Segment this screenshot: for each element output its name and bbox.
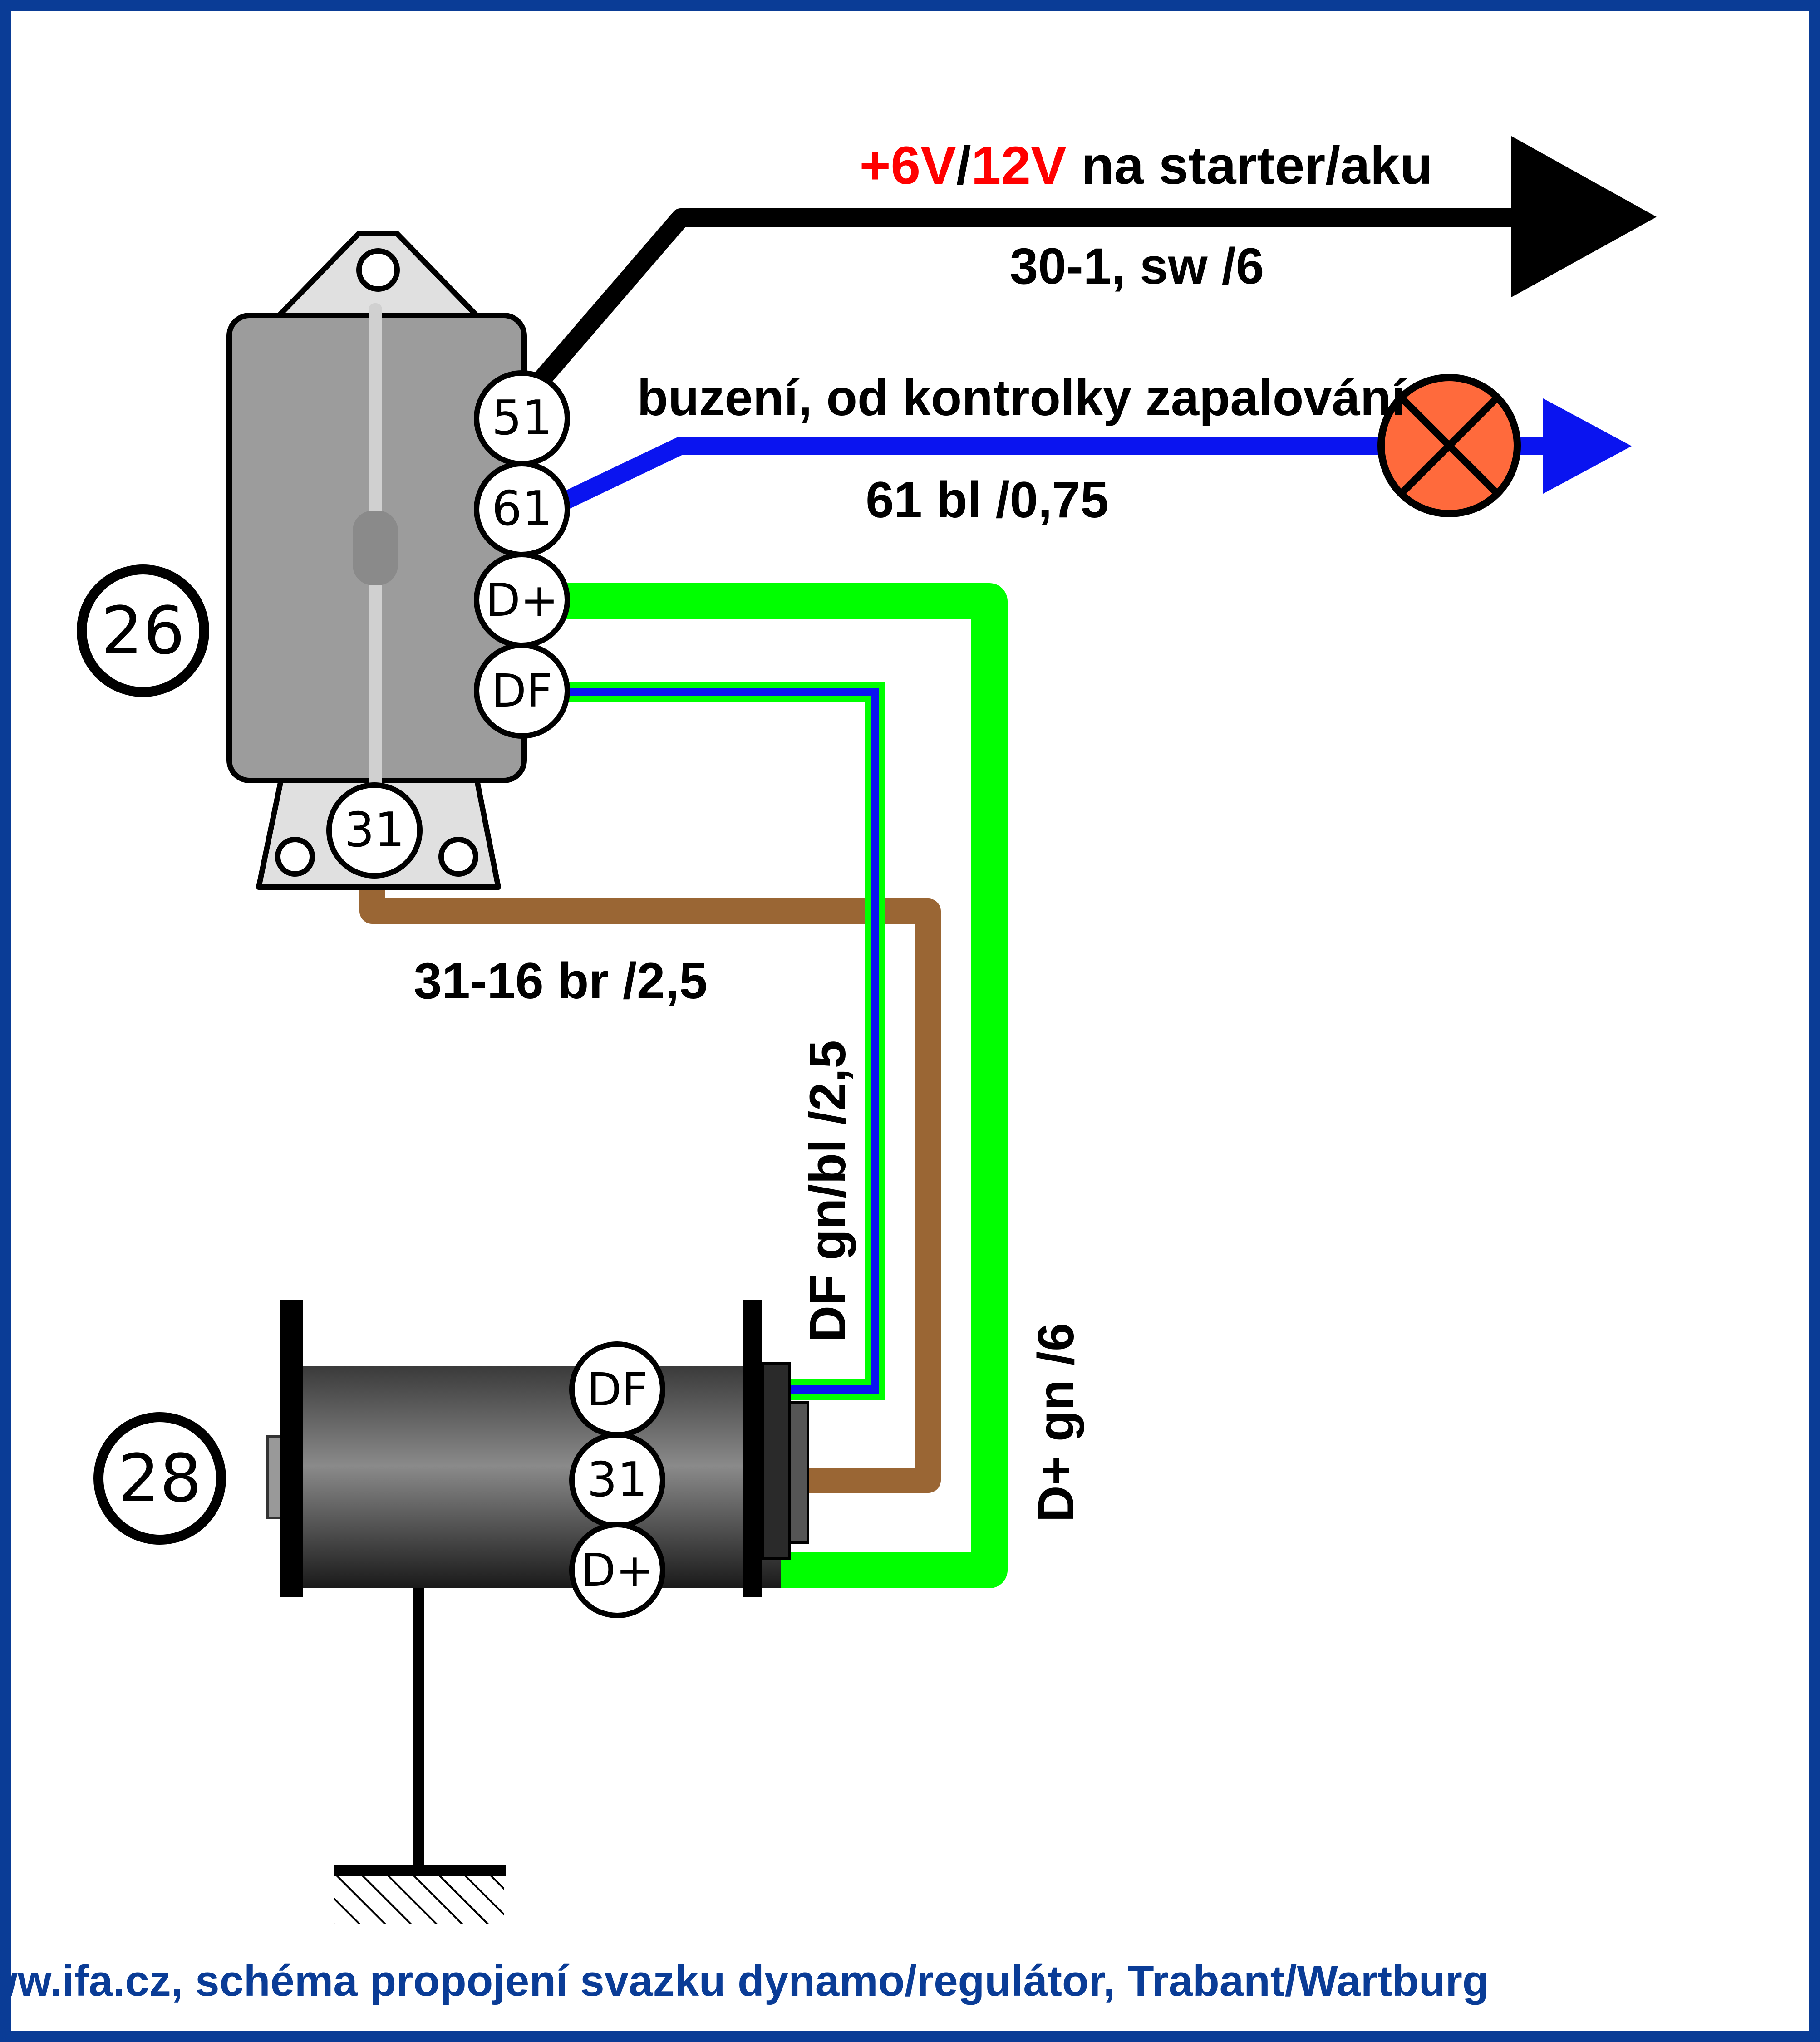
voltage-12v: 12V: [971, 136, 1067, 196]
supply-label: +6V/12V na starter/aku: [860, 136, 1433, 196]
voltage-6v: +6V: [860, 136, 956, 196]
dynamo-terminal-dplus: D+: [569, 1522, 665, 1618]
voltage-separator: /: [956, 136, 971, 196]
mounting-hole-icon: [275, 837, 315, 877]
supply-destination: na starter/aku: [1067, 136, 1433, 196]
ground-code-label: 31-16 br /2,5: [413, 952, 708, 1009]
terminal-df: DF: [474, 643, 570, 739]
wire-ground: [359, 853, 941, 1493]
terminal-61: 61: [474, 461, 570, 557]
terminal-label: 31: [344, 802, 405, 858]
wire-excitation: [536, 437, 1548, 521]
terminal-label: 31: [587, 1452, 648, 1507]
excitation-code-label: 61 bl /0,75: [866, 471, 1108, 528]
terminal-31: 31: [326, 782, 423, 879]
dynamo: [266, 1300, 809, 1924]
ground-hatch: [334, 1874, 504, 1924]
dplus-code-label: D+ gn /6: [1028, 1323, 1084, 1522]
reference-label: 26: [101, 593, 185, 669]
dynamo-pulley: [761, 1362, 791, 1560]
supply-code-label: 30-1, sw /6: [1010, 238, 1264, 295]
regulator-buckle: [353, 510, 398, 585]
terminal-label: 51: [492, 390, 552, 446]
dynamo-terminal-31: 31: [569, 1432, 665, 1528]
mounting-hole-icon: [438, 837, 478, 877]
reference-label: 28: [118, 1440, 202, 1517]
supply-arrow-icon: [1511, 136, 1657, 297]
wire-dplus: [563, 583, 1008, 1588]
terminal-label: D+: [486, 574, 559, 627]
terminal-51: 51: [474, 370, 570, 466]
footer-caption: www.ifa.cz, schéma propojení svazku dyna…: [0, 1957, 1489, 2005]
excitation-arrow-icon: [1543, 398, 1632, 494]
dynamo-pulley-hub: [788, 1401, 809, 1544]
reference-26: 26: [77, 564, 209, 697]
mounting-hole-icon: [356, 248, 400, 292]
terminal-label: DF: [587, 1363, 648, 1416]
warning-lamp-icon: [1377, 374, 1521, 517]
excitation-label: buzení, od kontrolky zapalování: [637, 369, 1407, 426]
wire-supply: [533, 208, 1516, 388]
reference-28: 28: [93, 1412, 226, 1545]
terminal-label: DF: [492, 664, 553, 717]
dynamo-terminal-df: DF: [569, 1341, 665, 1438]
regulator: [226, 231, 527, 890]
terminal-dplus: D+: [474, 552, 570, 648]
dynamo-body: [300, 1366, 781, 1588]
dynamo-flange: [743, 1300, 762, 1597]
df-code-label: DF gn/bl /2,5: [799, 1040, 856, 1342]
dynamo-end-plate: [280, 1300, 303, 1597]
terminal-label: D+: [581, 1544, 654, 1597]
terminal-label: 61: [492, 481, 552, 536]
